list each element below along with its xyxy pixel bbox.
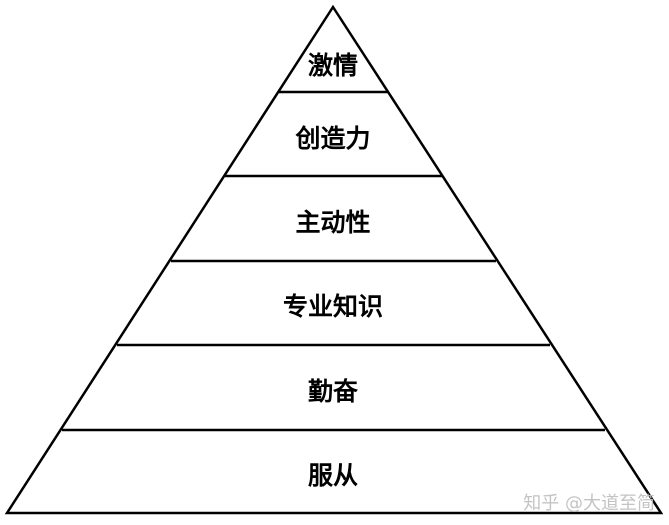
- tier-label-passion: 激情: [308, 51, 358, 80]
- tier-label-creativity: 创造力: [294, 124, 370, 153]
- tier-label-initiative: 主动性: [295, 208, 370, 237]
- watermark-text: 知乎 @大道至简: [523, 493, 655, 514]
- tier-label-diligence: 勤奋: [308, 377, 359, 406]
- tier-label-expertise: 专业知识: [283, 292, 383, 321]
- tier-label-obedience: 服从: [308, 461, 358, 490]
